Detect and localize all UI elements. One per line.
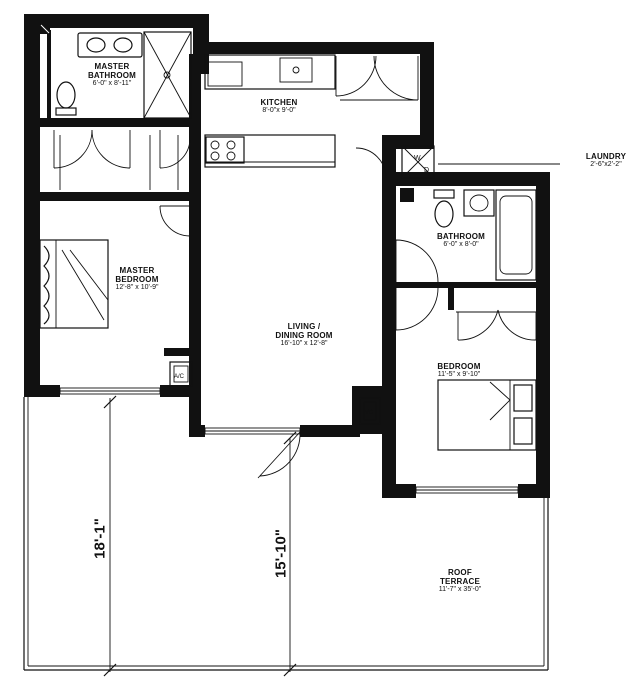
bedroom-dims: 11'-5" x 9'-10"	[437, 371, 481, 379]
bathroom-dims: 6'-0" x 8'-0"	[443, 241, 479, 249]
terrace-dims: 11'-7" x 35'-0"	[438, 586, 482, 594]
terrace-name-1: ROOF	[448, 568, 472, 577]
master-bath-label: MASTER BATHROOM 6'-0" x 8'-11"	[80, 62, 144, 88]
laundry-door	[355, 147, 387, 179]
bathroom-label: BATHROOM 6'-0" x 8'-0"	[428, 232, 494, 249]
terrace-label: ROOF TERRACE 11'-7" x 35'-0"	[420, 568, 500, 594]
walls	[24, 14, 550, 498]
master-bedroom-door	[159, 205, 191, 237]
master-ac-unit	[169, 361, 193, 387]
master-bedroom-label: MASTER BEDROOM 12'-8" x 10'-9"	[104, 266, 170, 292]
living-name-1: LIVING /	[287, 322, 321, 331]
master-bath-fixtures	[55, 31, 192, 119]
living-label: LIVING / DINING ROOM 16'-10" x 12'-8"	[264, 322, 344, 348]
master-bath-dims: 6'-0" x 8'-11"	[92, 80, 132, 88]
master-bedroom-dims: 12'-8" x 10'-9"	[115, 284, 159, 292]
bedroom-door	[395, 287, 439, 331]
laundry-dims: 2'-6"x2'-2"	[590, 161, 622, 169]
kitchen-counters	[204, 54, 336, 168]
laundry-label: LAUNDRY 2'-6"x2'-2"	[578, 152, 634, 169]
master-bed	[39, 239, 109, 329]
bathroom-fixtures	[400, 188, 537, 281]
terrace-name-2: TERRACE	[439, 577, 481, 587]
kitchen-doors	[335, 55, 419, 101]
master-bath-name-2: BATHROOM	[87, 71, 137, 81]
terrace-door	[257, 431, 301, 479]
center-dimension: 15'-10"	[272, 528, 290, 579]
master-bath-name-1: MASTER	[94, 62, 130, 71]
dimension-lines	[103, 395, 297, 677]
master-closet-doors	[53, 129, 191, 190]
bedroom-closet-doors	[456, 309, 537, 341]
living-name-2: DINING ROOM	[275, 331, 333, 341]
bedroom-name: BEDROOM	[437, 362, 481, 371]
windows	[59, 387, 519, 494]
bathroom-door	[395, 239, 439, 283]
bathroom-name: BATHROOM	[436, 232, 486, 241]
kitchen-dims: 8'-0"x 9'-0"	[262, 107, 296, 115]
master-bedroom-name-1: MASTER	[119, 266, 155, 275]
bedroom-label: BEDROOM 11'-5" x 9'-10"	[426, 362, 492, 379]
kitchen-name: KITCHEN	[260, 98, 298, 107]
left-dimension: 18'-1"	[91, 518, 109, 559]
dryer-label: D	[424, 167, 429, 174]
living-dims: 16'-10" x 12'-8"	[280, 340, 328, 348]
master-bedroom-name-2: BEDROOM	[115, 275, 159, 285]
washer-label: W	[414, 155, 421, 162]
master-ac-label: A/C	[174, 374, 185, 380]
living-ac-label: A/C	[363, 410, 374, 416]
kitchen-label: KITCHEN 8'-0"x 9'-0"	[244, 98, 314, 115]
living-ac-unit	[359, 397, 381, 425]
laundry-stack	[401, 145, 435, 179]
bedroom-bed	[437, 379, 537, 451]
laundry-name: LAUNDRY	[585, 152, 627, 161]
